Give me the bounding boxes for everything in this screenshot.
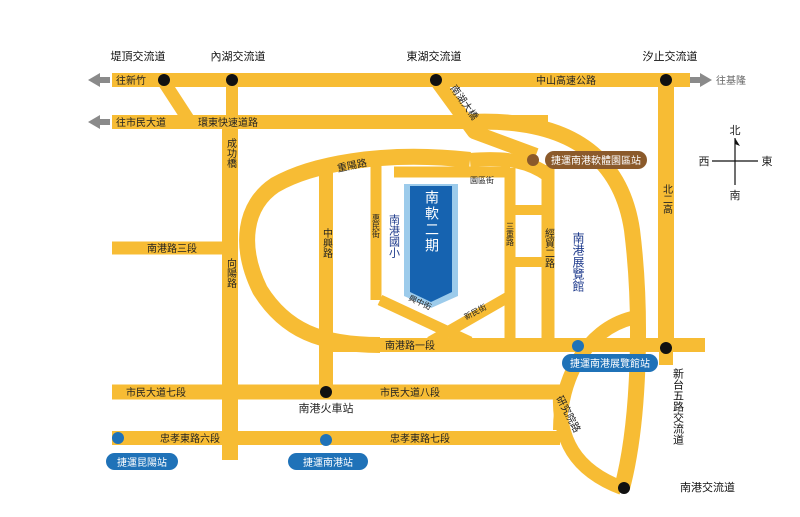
mrt-nangang-pill <box>288 453 368 470</box>
xinmin-street-road <box>427 291 513 347</box>
north-second-fwy-arc <box>469 113 646 491</box>
compass: 北 南 西 東 <box>699 124 773 202</box>
arrow-west-top-icon <box>88 73 110 87</box>
donghu-label: 東湖交流道 <box>407 49 462 63</box>
nangang-interchange-node <box>618 482 630 494</box>
nangang-train-label: 南港火車站 <box>299 401 354 415</box>
mrt-labels: 捷運南港軟體園區站 捷運南港展覽館站 捷運昆陽站 捷運南港站 <box>106 151 658 470</box>
to-jilong-label: 往基隆 <box>716 74 746 87</box>
nangang3-label: 南港路三段 <box>147 242 197 255</box>
xizhi-label: 汐止交流道 <box>643 49 698 63</box>
compass-south-label: 南 <box>730 189 741 202</box>
neihu-node <box>226 74 238 86</box>
xintai-node <box>660 342 672 354</box>
dingding-node <box>158 74 170 86</box>
zhongxiao6-label: 忠孝東路六段 <box>160 432 220 445</box>
interchange-labels: 堤頂交流道 內湖交流道 東湖交流道 汐止交流道 南港交流道 新台五路交流道 <box>111 49 736 494</box>
yanjiuyuan-road <box>552 391 625 495</box>
mrt-expo-pill <box>562 354 658 372</box>
xiangyang-label: 向陽路 <box>225 257 237 289</box>
beier-label: 北二高 <box>661 184 673 215</box>
interchange-nodes <box>158 74 672 494</box>
zhongxiao7-label: 忠孝東路七段 <box>390 432 450 445</box>
mrt-kunyang-dot <box>112 432 124 444</box>
expo-hall-label: 南港展覽館 <box>571 231 585 292</box>
compass-east-label: 東 <box>762 155 773 168</box>
to-xinzhu-label: 往新竹 <box>116 74 146 87</box>
sanchong-label: 三重路 <box>506 222 515 246</box>
shimin7-label: 市民大道七段 <box>126 386 186 399</box>
direction-arrows <box>88 73 712 129</box>
mrt-software-park-label: 捷運南港軟體園區站 <box>551 154 641 167</box>
neihu-label: 內湖交流道 <box>211 49 266 63</box>
chongyang-loop-road <box>239 148 471 353</box>
nanhu-bridge-road <box>430 75 539 162</box>
mrt-kunyang-pill <box>106 453 178 470</box>
compass-west-label: 西 <box>699 155 710 168</box>
nangang1-label: 南港路一段 <box>385 339 435 352</box>
nangang-train-node <box>320 386 332 398</box>
mrt-software-park-pill <box>545 151 647 169</box>
xingzhong-street-road <box>377 295 473 347</box>
nangang-elem-label: 南港國小 <box>388 214 401 259</box>
to-shimin-label: 往市民大道 <box>116 116 166 129</box>
mrt-dots <box>112 154 584 446</box>
software-park-block: 南軟二期 <box>404 184 458 308</box>
ramp-neihu-left <box>158 78 196 126</box>
compass-north-label: 北 <box>730 124 741 137</box>
nangang-interchange-label: 南港交流道 <box>680 480 735 494</box>
compass-north-arrow-icon <box>735 138 740 146</box>
mrt-kunyang-label: 捷運昆陽站 <box>117 456 167 469</box>
huandong-label: 環東快速道路 <box>198 116 258 129</box>
mrt-nangang-dot <box>320 434 332 446</box>
yuanqu-label: 園區街 <box>470 175 494 185</box>
zhongxing-label: 中興路 <box>321 227 333 259</box>
software-park-fill <box>410 186 452 302</box>
xizhi-node <box>660 74 672 86</box>
mrt-expo-dot <box>572 340 584 352</box>
dingding-label: 堤頂交流道 <box>111 49 166 63</box>
mrt-nangang-label: 捷運南港站 <box>303 456 353 469</box>
mrt-expo-label: 捷運南港展覽館站 <box>570 357 650 370</box>
xintai-label: 新台五路交流道 <box>672 367 685 445</box>
arrow-west-second-icon <box>88 115 110 129</box>
software-park-label: 南軟二期 <box>423 190 439 254</box>
mrt-software-park-dot <box>527 154 539 166</box>
donghu-node <box>430 74 442 86</box>
chenggong-bridge-label: 成功橋 <box>225 138 237 169</box>
zhongshan-fwy-label: 中山高速公路 <box>536 74 596 87</box>
huimin-label: 惠民街 <box>372 213 381 239</box>
shimin8-label: 市民大道八段 <box>380 386 440 399</box>
arrow-east-icon <box>690 73 712 87</box>
jingmao2-label: 經貿二路 <box>543 227 555 269</box>
